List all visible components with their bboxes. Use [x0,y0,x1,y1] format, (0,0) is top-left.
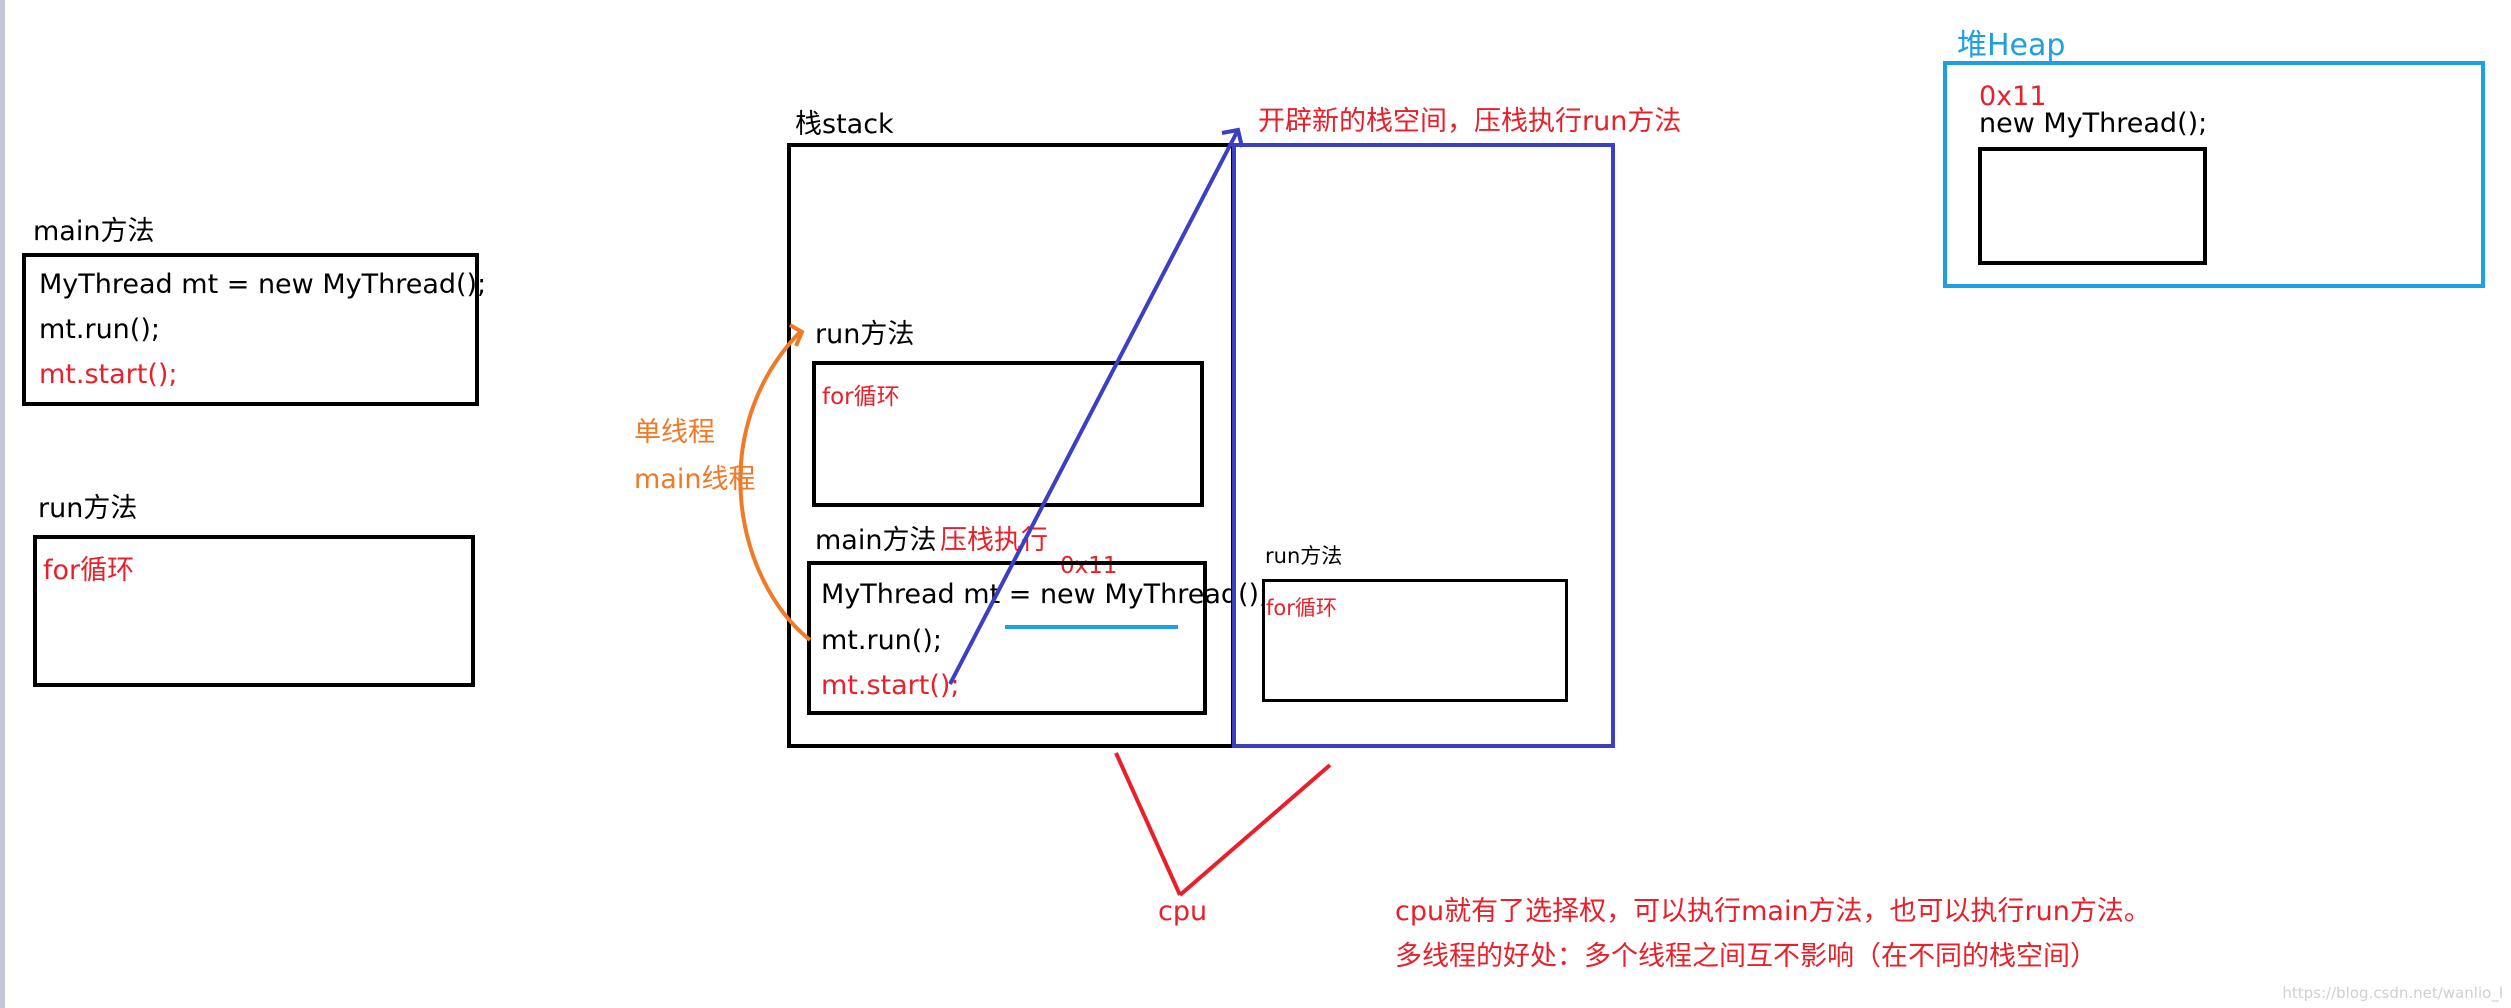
left-run-body: for循环 [43,555,135,586]
cpu-line-right [1178,763,1332,897]
stack-main-box: MyThread mt = new MyThread(); mt.run(); … [807,561,1268,715]
stack-main-line-3: mt.start(); [821,670,960,701]
stack-main-title: main方法 [815,525,937,556]
heap-address: 0x11 [1979,81,2047,112]
heap-title: 堆Heap [1957,28,2066,63]
cpu-note-1: cpu就有了选择权，可以执行main方法，也可以执行run方法。 [1395,896,2151,927]
heap-box: 0x11 new MyThread(); [1943,61,2485,288]
new-stack-run-title: run方法 [1265,544,1343,568]
heap-object-box [1978,147,2207,265]
stack-run-box: for循环 [812,361,1204,507]
cpu-line-left [1114,752,1182,896]
stack-run-body: for循环 [822,384,900,410]
main-thread-label: main线程 [634,464,756,495]
left-run-title: run方法 [38,493,138,524]
cpu-note-2: 多线程的好处：多个线程之间互不影响（在不同的栈空间） [1395,941,2097,972]
new-stack-run-body: for循环 [1266,596,1337,620]
run-call-curve-arrow [738,330,812,642]
cpu-label: cpu [1158,896,1208,927]
left-main-box: MyThread mt = new MyThread(); mt.run(); … [22,253,486,406]
new-stack-box [1232,143,1615,748]
start-to-new-stack-arrowhead [1221,127,1244,148]
left-run-box: for循环 [33,535,475,687]
left-main-line-3: mt.start(); [39,359,178,390]
stack-title: 栈stack [795,109,894,140]
left-main-line-2: mt.run(); [39,314,160,345]
stack-main-line-2: mt.run(); [821,625,942,656]
left-main-line-1: MyThread mt = new MyThread(); [39,269,487,300]
single-thread-label: 单线程 [634,417,715,448]
run-call-arrowhead [788,323,805,347]
left-main-title: main方法 [33,216,155,247]
heap-object: new MyThread(); [1979,108,2208,139]
stack-main-line-1: MyThread mt = new MyThread(); [821,579,1269,610]
new-stack-run-box: for循环 [1262,579,1568,702]
stack-address: 0x11 [1060,553,1118,579]
watermark: https://blog.csdn.net/wanlio_l [2282,984,2503,1002]
new-stack-note: 开辟新的栈空间，压栈执行run方法 [1258,106,1682,137]
start-to-new-stack-arrow [948,129,1240,685]
stack-run-title: run方法 [815,319,915,350]
window-edge-bar [0,0,5,1008]
